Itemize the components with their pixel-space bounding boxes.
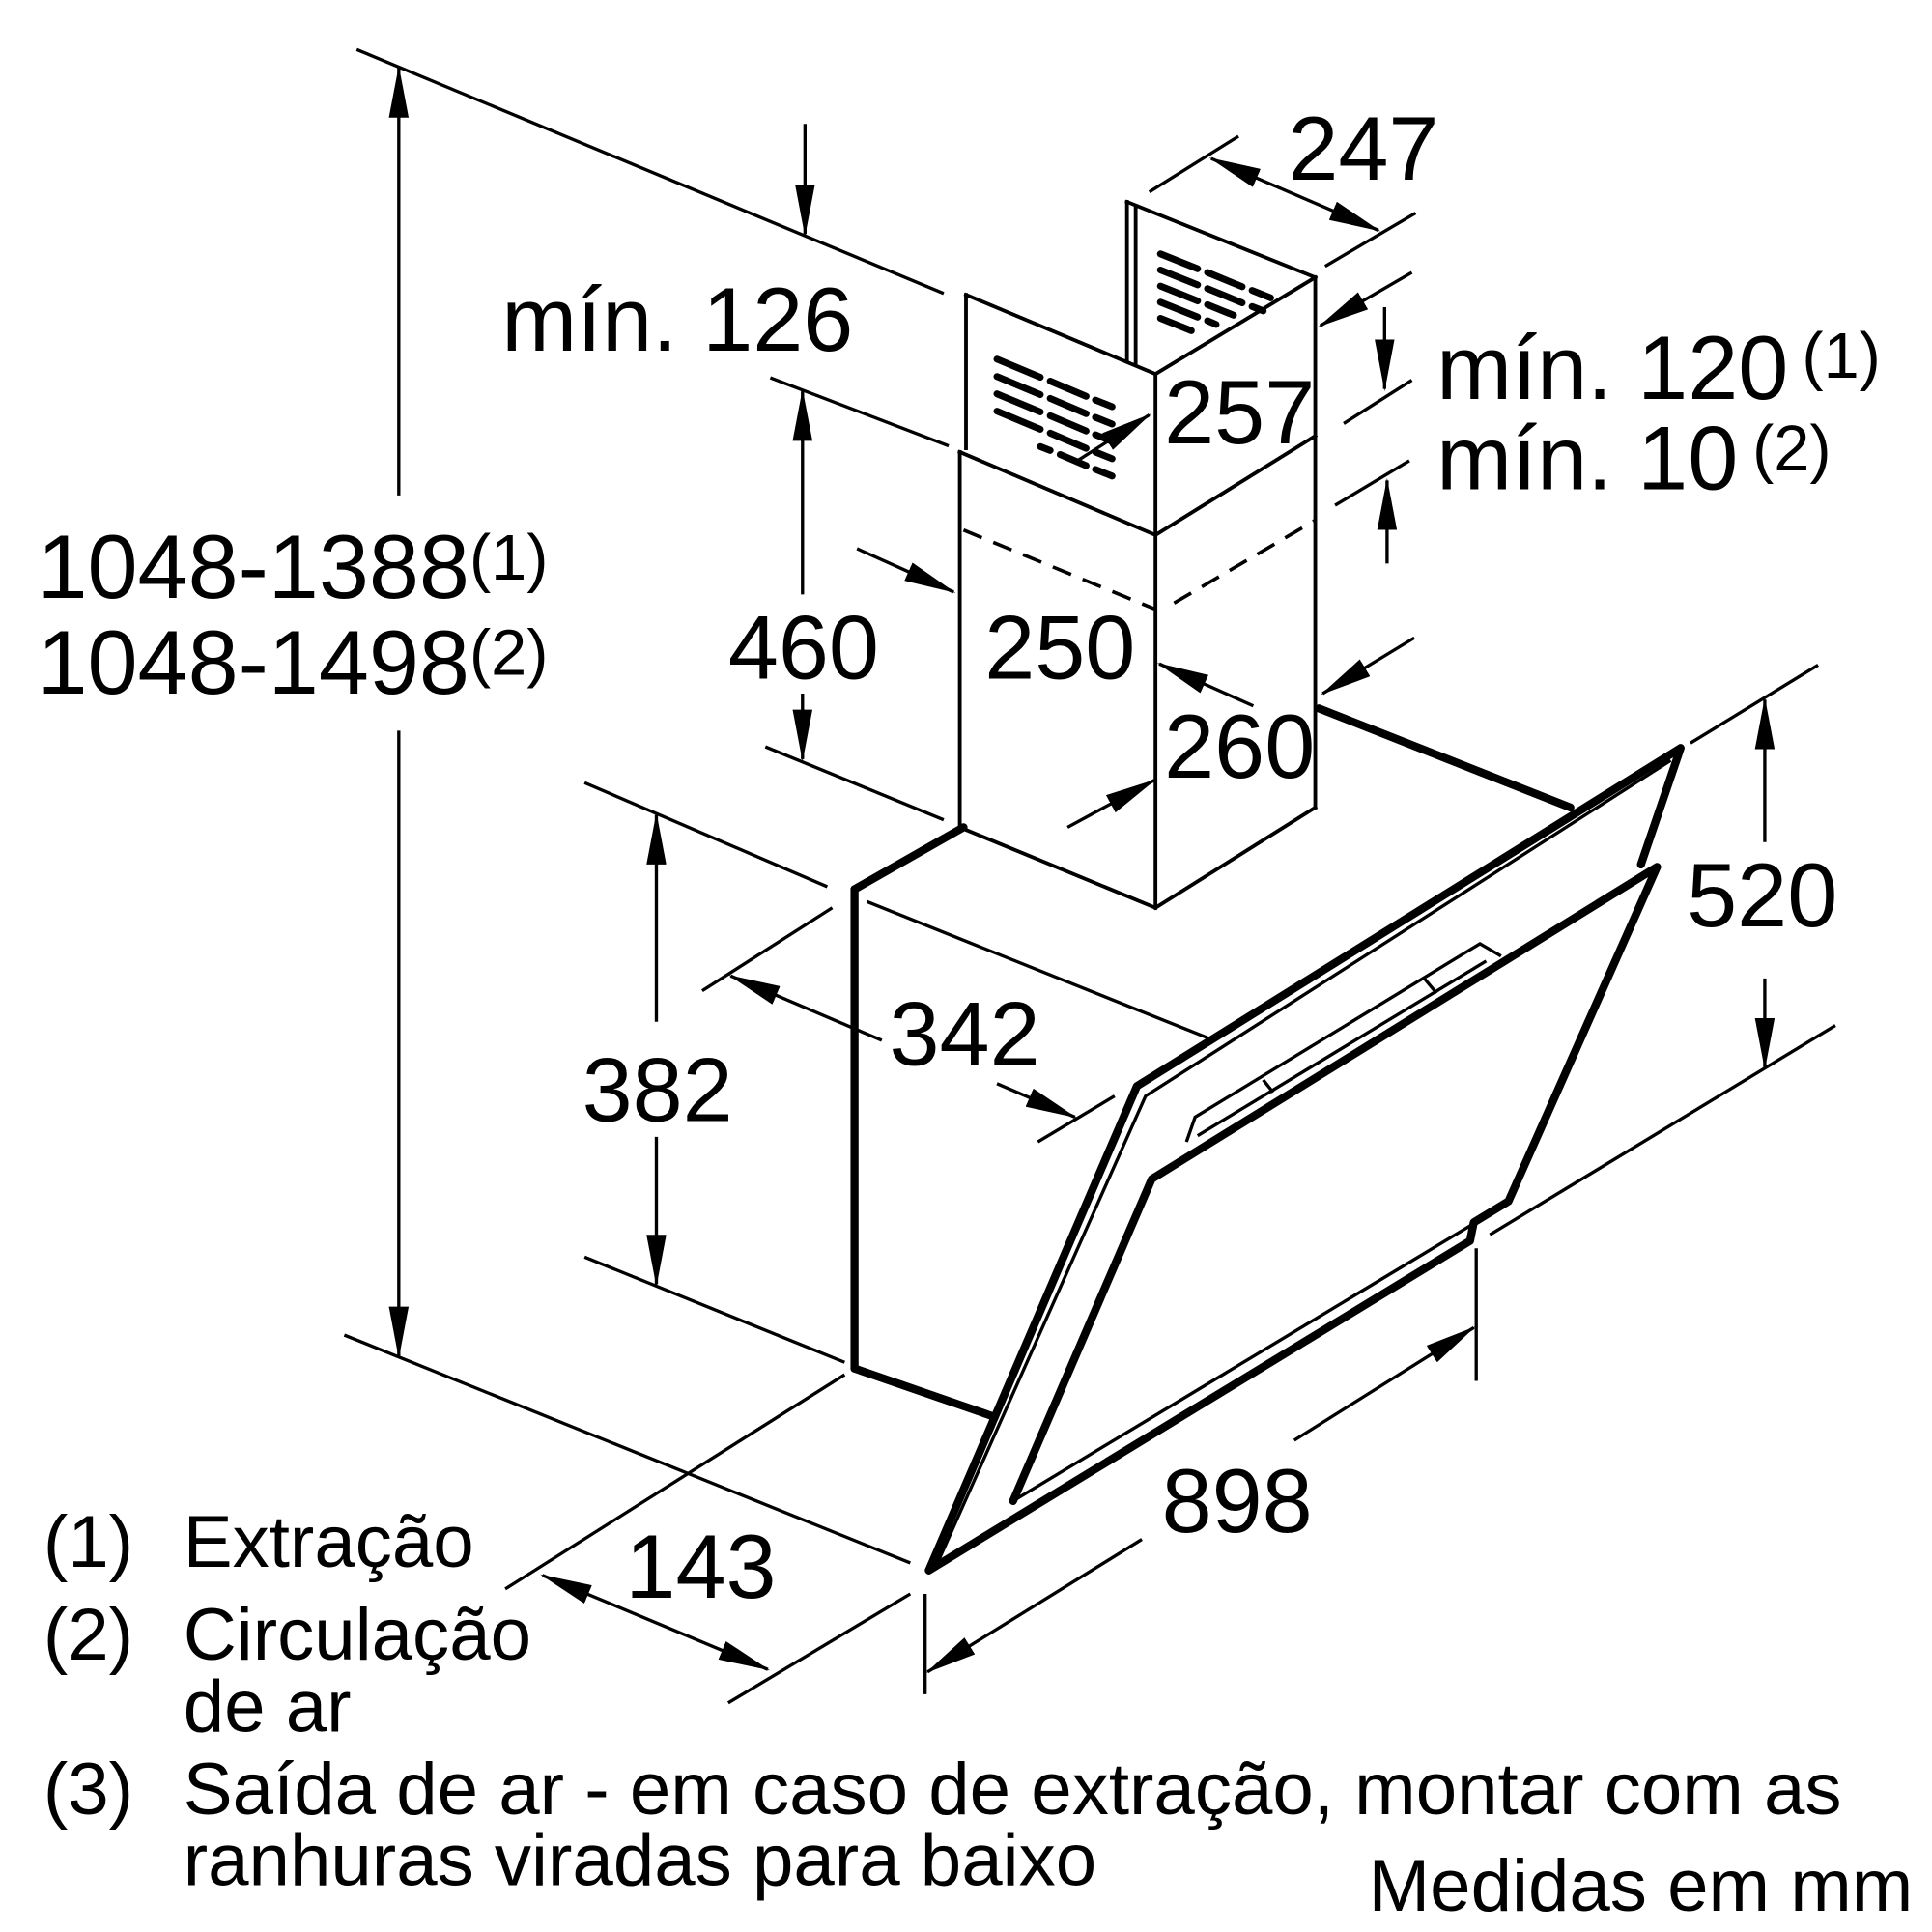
legend-marker-1: (1) — [43, 1501, 133, 1583]
glass-panel-outer-inner-line — [935, 758, 1672, 1564]
dimension-arrow-260-left — [1066, 779, 1157, 829]
dimension-arrow-342-right — [996, 1082, 1078, 1119]
extension-line-342-left — [701, 906, 834, 993]
vent-slot-row — [993, 408, 1116, 463]
label-min-120: mín. 120 — [1436, 317, 1788, 418]
chimney-upper-front-top-edge — [963, 292, 1158, 377]
dimension-arrow-260-right — [1321, 636, 1415, 696]
vent-slot-row — [1156, 282, 1237, 319]
label-898: 898 — [1162, 1450, 1313, 1551]
extension-line-342-right — [1037, 1094, 1116, 1144]
extension-line-min120 — [1343, 379, 1413, 425]
legend-marker-2: (2) — [43, 1594, 133, 1676]
extension-line-520-bottom — [1489, 1024, 1836, 1236]
label-143: 143 — [625, 1516, 776, 1617]
vent-slots-front — [993, 355, 1116, 480]
vent-slot-row — [1156, 298, 1220, 328]
chimney-lower-side-top-edge — [1152, 433, 1319, 538]
glass-panel — [924, 744, 1685, 1575]
legend-text-3-line-2: ranhuras viradas para baixo — [184, 1819, 1096, 1901]
vent-slot-row — [1156, 314, 1195, 334]
chimney — [957, 199, 1319, 911]
label-height-extraction: 1048-1388(1) — [37, 516, 548, 617]
dimension-arrow-143 — [540, 1574, 771, 1671]
legend-marker-3: (3) — [43, 1748, 133, 1831]
extension-line-height-top — [355, 47, 945, 296]
hood-body-inner-edge — [866, 899, 1208, 1039]
label-min-10: mín. 10 — [1436, 407, 1738, 508]
extension-line-382-top — [583, 781, 829, 889]
glass-panel-bottom-inner-line — [1011, 1222, 1475, 1503]
label-247: 247 — [1288, 98, 1438, 199]
dimension-arrow-250 — [856, 547, 956, 594]
label-min-120-ref: (1) — [1802, 321, 1880, 392]
dimension-arrow-898-right — [1293, 1325, 1476, 1442]
extension-line-520-top — [1690, 664, 1819, 745]
dimension-arrow-min120-side — [1318, 270, 1413, 327]
hood-body-bottom-edge — [850, 1364, 995, 1420]
chimney-overlap-dashes — [962, 518, 1317, 611]
legend-text-2-line-2: de ar — [184, 1665, 352, 1747]
label-460: 460 — [728, 597, 879, 698]
label-257: 257 — [1164, 361, 1315, 463]
glass-panel-handle — [1184, 941, 1502, 1143]
label-382: 382 — [582, 1038, 733, 1140]
label-height-recirculation: 1048-1498(2) — [37, 611, 548, 713]
glass-panel-handle-inner — [1196, 959, 1488, 1138]
chimney-lower-front-top-edge — [957, 449, 1158, 538]
chimney-lower-front-bottom-edge — [957, 824, 1158, 911]
glass-panel-handle-tick — [1423, 977, 1438, 995]
extension-line-height-bottom — [343, 1333, 911, 1565]
dimension-arrow-342-left — [728, 974, 883, 1042]
extension-lines — [343, 47, 1836, 1705]
glass-panel-inner-edge — [924, 863, 1662, 1575]
extension-line-min10 — [1334, 459, 1410, 507]
legend-text-3: Saída de ar - em caso de extração, monta… — [184, 1748, 1842, 1831]
vent-slot-row — [993, 373, 1116, 428]
dimension-arrow-247 — [1208, 156, 1381, 232]
vent-slot-row — [1037, 442, 1116, 480]
dimension-arrows — [388, 65, 1776, 1674]
label-height-extraction-ref: (1) — [469, 523, 548, 594]
dimension-labels: 247 mín. 126 257 mín. 120 (1) mín. 10 (2… — [37, 98, 1880, 1617]
dimension-arrow-898-left — [925, 1538, 1143, 1674]
units-note: Medidas em mm — [1369, 1845, 1914, 1927]
hood-body — [850, 704, 1575, 1420]
label-250: 250 — [984, 597, 1135, 698]
vent-slot-row — [1156, 250, 1274, 301]
label-height-recirculation-ref: (2) — [469, 618, 548, 690]
chimney-lower-side-bottom-edge — [1152, 805, 1319, 911]
hood-body-top-left-edge — [850, 823, 968, 894]
vent-slot-row — [993, 355, 1116, 411]
label-min-10-ref: (2) — [1752, 413, 1831, 485]
extension-line-247-right — [1323, 212, 1417, 269]
legend-text-1: Extração — [184, 1501, 474, 1583]
glass-panel-handle-tick — [1262, 1078, 1275, 1094]
extension-line-247-left — [1148, 134, 1239, 194]
chimney-upper-back-top-edge — [1124, 199, 1319, 280]
hood-body-top-back-edge — [1315, 704, 1575, 812]
label-height-extraction-value: 1048-1388 — [37, 516, 469, 617]
legend: (1) Extração (2) Circulação de ar (3) Sa… — [43, 1501, 1913, 1927]
label-min-126: mín. 126 — [501, 269, 853, 370]
label-520: 520 — [1687, 844, 1837, 946]
dimension-arrow-250-right — [1156, 662, 1255, 708]
extension-line-460-bottom — [764, 745, 945, 822]
label-260: 260 — [1164, 696, 1315, 797]
extension-line-460-top — [769, 376, 950, 448]
vent-slots-back — [1156, 250, 1274, 334]
extension-line-143-left — [504, 1373, 846, 1591]
extension-line-382-bottom — [583, 1255, 845, 1364]
label-height-recirculation-value: 1048-1498 — [37, 611, 469, 713]
label-342: 342 — [890, 983, 1040, 1085]
dimension-arrow-257 — [1076, 413, 1151, 463]
glass-panel-outer-edge — [924, 744, 1685, 1575]
extension-line-143-right — [726, 1592, 912, 1705]
chimney-overlap-dash-front — [962, 528, 1156, 611]
legend-text-2: Circulação — [184, 1594, 531, 1676]
chimney-overlap-dash-side — [1173, 518, 1317, 605]
chimney-upper-side-top-edge — [1152, 274, 1319, 377]
vent-slot-row — [993, 390, 1116, 445]
